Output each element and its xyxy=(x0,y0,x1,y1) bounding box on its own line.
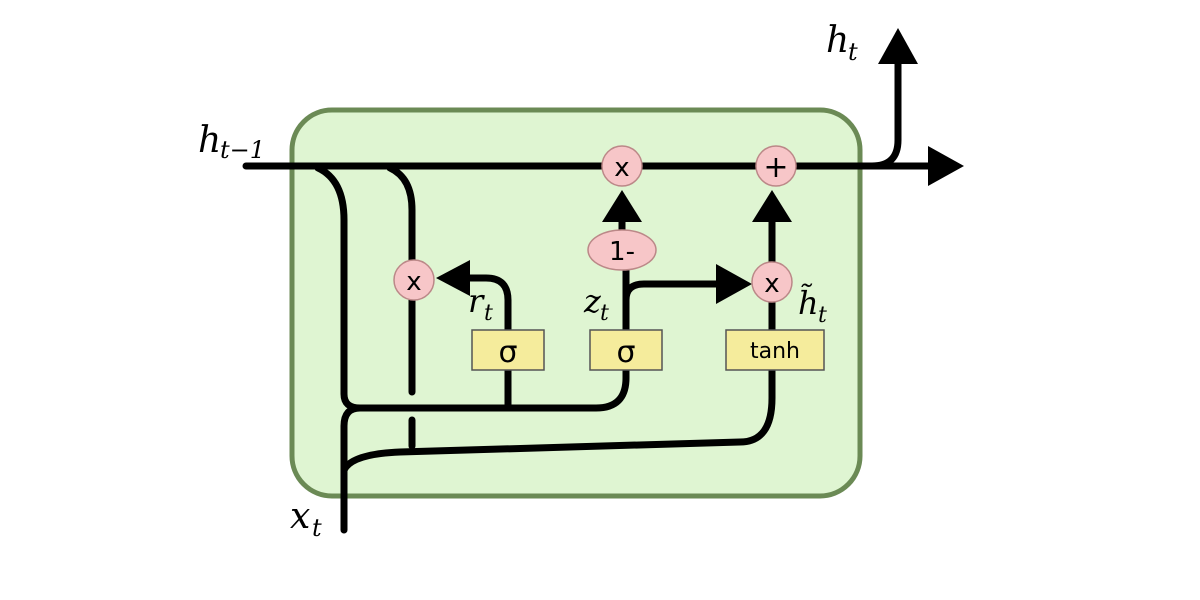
reset-multiply-op: x xyxy=(393,259,435,301)
h-out-sub: t xyxy=(848,38,858,66)
r-t-sub: t xyxy=(484,301,493,326)
xt-input-wire xyxy=(340,404,364,534)
one-minus-op: 1- xyxy=(587,229,657,271)
sigma-label: σ xyxy=(616,335,635,370)
hidden-state-arrow xyxy=(928,146,964,186)
z-t-main: z xyxy=(583,282,602,320)
tanh-gate: tanh xyxy=(725,329,825,371)
label-x-in: x t xyxy=(290,496,322,542)
h-tilde-sub: t xyxy=(818,303,827,328)
x-in-sub: t xyxy=(312,514,322,542)
h-prev-sub: t−1 xyxy=(220,136,265,164)
label-r-t: r t xyxy=(468,282,493,326)
label-z-t: z t xyxy=(583,282,609,326)
h-out-main: h xyxy=(826,20,849,61)
reset-gate-sigma: σ xyxy=(471,329,545,371)
candidate-arrow xyxy=(752,190,792,222)
reset-gate-wire xyxy=(458,274,512,412)
h-prev-main: h xyxy=(198,120,221,161)
hprev-to-gates-wire xyxy=(314,164,630,412)
update-multiply-op: x xyxy=(601,145,643,187)
one-minus-symbol: 1- xyxy=(609,237,635,267)
update-gate-sigma: σ xyxy=(589,329,663,371)
update-to-multiply-wire xyxy=(622,280,728,304)
tanh-label: tanh xyxy=(750,339,800,364)
candidate-multiply-op: x xyxy=(751,261,793,303)
xt-to-tanh-wire xyxy=(340,366,776,474)
label-h-tilde: h̃ t xyxy=(798,284,827,328)
h-tilde-main: h̃ xyxy=(798,284,819,322)
update-arrow xyxy=(716,264,752,304)
multiply-symbol: x xyxy=(406,267,421,297)
multiply-symbol: x xyxy=(614,153,629,183)
hprev-to-reset-wire xyxy=(386,164,416,396)
output-branch-line xyxy=(868,54,902,170)
x-in-main: x xyxy=(290,496,310,537)
output-arrow xyxy=(878,28,918,64)
gru-cell-box xyxy=(289,107,863,499)
add-op: + xyxy=(755,145,797,187)
label-h-out: h t xyxy=(826,20,858,66)
z-t-sub: t xyxy=(600,301,609,326)
one-minus-arrow xyxy=(602,190,642,222)
reset-arrow xyxy=(436,260,470,296)
multiply-symbol: x xyxy=(764,269,779,299)
r-t-main: r xyxy=(468,282,485,320)
label-h-prev: h t−1 xyxy=(198,120,265,164)
add-symbol: + xyxy=(763,150,788,185)
sigma-label: σ xyxy=(498,335,517,370)
